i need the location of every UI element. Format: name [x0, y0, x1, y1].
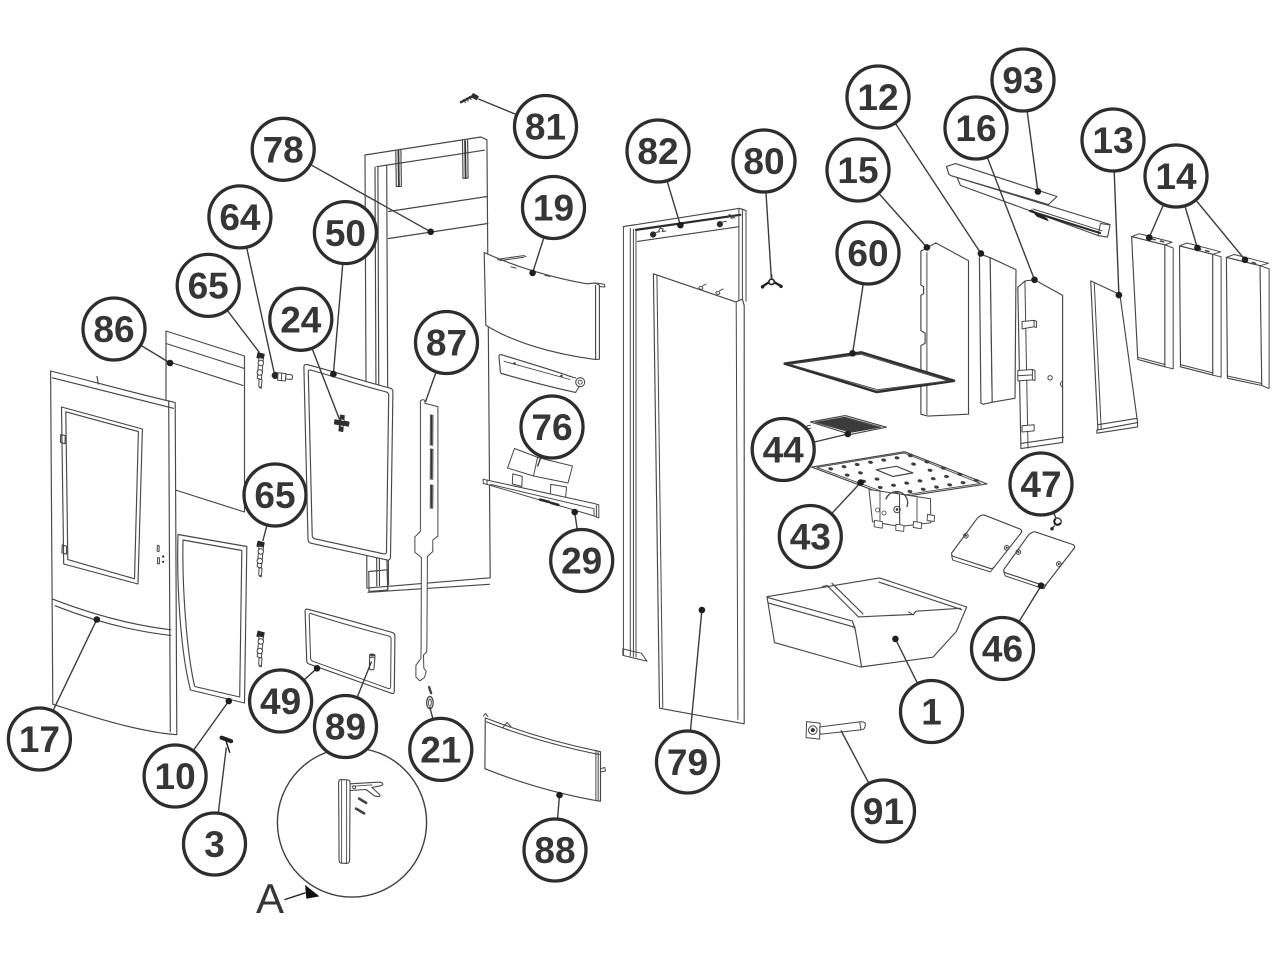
svg-text:65: 65 [188, 266, 229, 307]
svg-text:47: 47 [1020, 464, 1061, 505]
svg-text:17: 17 [19, 719, 60, 760]
svg-text:49: 49 [260, 681, 301, 722]
svg-text:64: 64 [219, 197, 261, 238]
svg-text:A: A [256, 875, 284, 922]
svg-text:24: 24 [280, 300, 322, 341]
svg-text:12: 12 [857, 77, 898, 118]
svg-text:88: 88 [534, 830, 575, 871]
svg-text:79: 79 [667, 742, 708, 783]
svg-text:78: 78 [263, 130, 304, 171]
svg-text:46: 46 [982, 629, 1023, 670]
svg-text:80: 80 [743, 141, 784, 182]
svg-text:10: 10 [155, 756, 196, 797]
svg-text:3: 3 [204, 824, 225, 865]
svg-text:82: 82 [637, 131, 678, 172]
svg-text:21: 21 [420, 730, 461, 771]
svg-text:81: 81 [525, 107, 566, 148]
svg-text:87: 87 [426, 323, 467, 364]
svg-text:43: 43 [790, 517, 831, 558]
svg-text:60: 60 [847, 233, 888, 274]
svg-text:13: 13 [1092, 120, 1133, 161]
svg-text:93: 93 [1002, 60, 1043, 101]
svg-text:76: 76 [531, 407, 572, 448]
svg-text:1: 1 [921, 692, 942, 733]
svg-text:14: 14 [1155, 156, 1197, 197]
svg-text:29: 29 [561, 541, 602, 582]
svg-text:16: 16 [955, 108, 996, 149]
svg-text:89: 89 [325, 707, 366, 748]
svg-text:86: 86 [93, 309, 134, 350]
svg-text:44: 44 [763, 430, 805, 471]
svg-text:15: 15 [837, 150, 878, 191]
svg-text:50: 50 [325, 213, 366, 254]
svg-text:91: 91 [863, 791, 904, 832]
svg-text:19: 19 [533, 188, 574, 229]
svg-text:65: 65 [254, 475, 295, 516]
